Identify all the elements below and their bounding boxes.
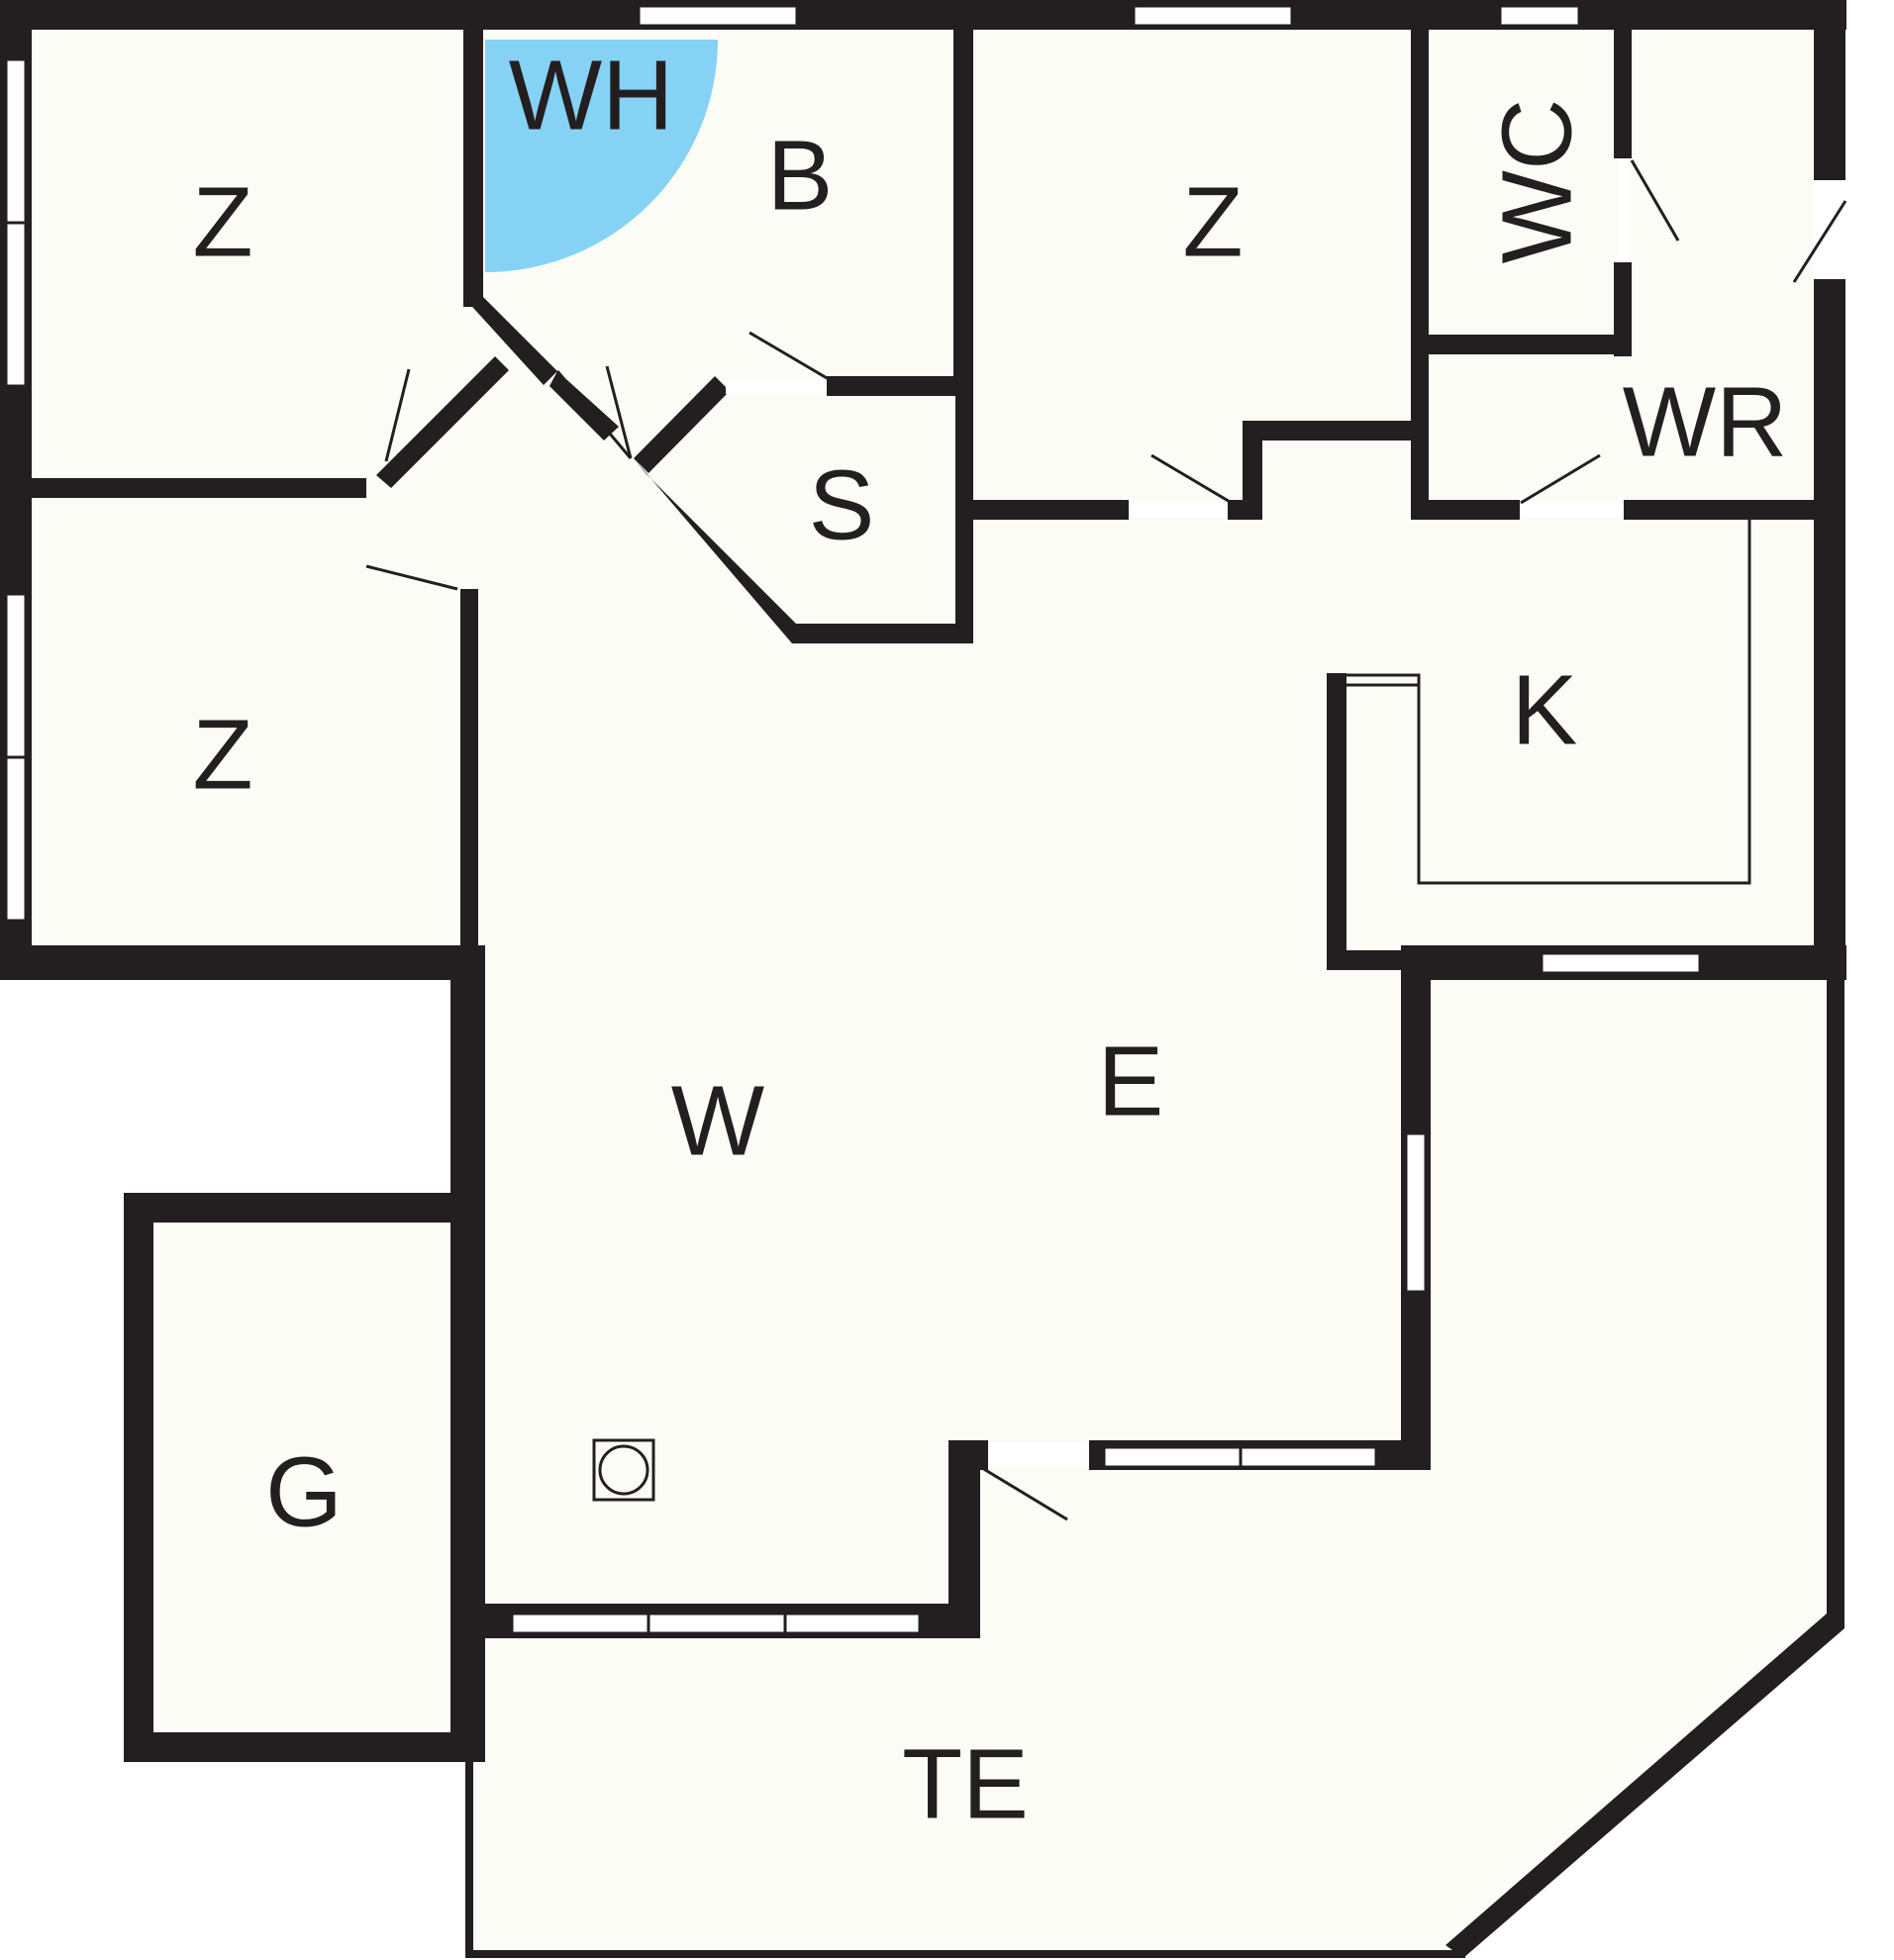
room-label-garage: G [265, 1436, 343, 1547]
room-labels: Z Z Z B WH S WC WR K W E G TE [192, 40, 1787, 1839]
exterior-door-opening [1814, 180, 1845, 279]
room-label-bedroom-mid-left: Z [192, 699, 252, 810]
stove-icon [592, 1438, 655, 1502]
kitchen-counter[interactable] [1333, 517, 1751, 885]
room-label-bedroom-top-center: Z [1182, 166, 1243, 277]
room-label-water-heater: WH [509, 40, 674, 150]
room-label-dining: E [1098, 1026, 1164, 1136]
left-windows [4, 57, 28, 923]
top-windows [637, 4, 1581, 28]
living-windows [510, 951, 1702, 1635]
room-label-toilet: WC [1481, 99, 1592, 264]
water-heater-symbol [485, 40, 718, 272]
interior-walls [20, 0, 1845, 980]
terrace-outline [465, 975, 1844, 1958]
room-label-kitchen: K [1512, 654, 1578, 765]
door-swings [365, 159, 1847, 1521]
floor-areas [20, 20, 1842, 1955]
room-label-storage: S [809, 449, 875, 560]
room-label-bathroom: B [767, 120, 834, 231]
room-label-washroom: WR [1623, 366, 1788, 477]
room-label-bedroom-top-left: Z [192, 166, 252, 277]
room-label-living: W [671, 1065, 765, 1176]
room-label-terrace: TE [902, 1728, 1029, 1839]
living-walls [124, 955, 1431, 1762]
